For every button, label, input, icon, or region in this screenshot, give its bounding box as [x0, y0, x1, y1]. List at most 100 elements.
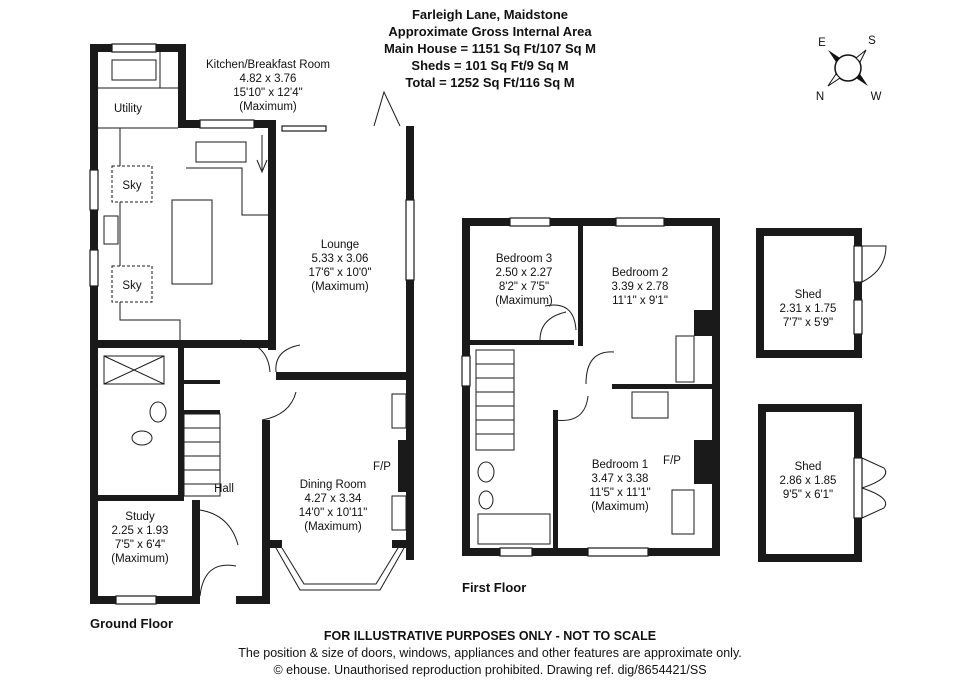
- window: [405, 199, 415, 281]
- wall: [178, 44, 186, 126]
- wall: [90, 44, 98, 604]
- wardrobe: [671, 489, 695, 535]
- approximation-note: The position & size of doors, windows, a…: [238, 646, 742, 660]
- wall: [758, 404, 862, 412]
- wall: [90, 340, 276, 348]
- room-note: (Maximum): [239, 101, 297, 113]
- shed-1-plan: [756, 228, 887, 358]
- room-name: Shed: [795, 289, 822, 301]
- room-note: (Maximum): [311, 281, 369, 293]
- room-metric: 2.86 x 1.85: [780, 475, 837, 487]
- fireplace-label: F/P: [663, 455, 681, 467]
- door-swing: [261, 391, 297, 421]
- window: [115, 595, 157, 605]
- chimney: [694, 440, 712, 484]
- wall: [406, 126, 414, 560]
- wall: [712, 218, 720, 556]
- door-swing: [539, 311, 567, 341]
- room-imperial: 9'5" x 6'1": [783, 489, 833, 501]
- wall: [578, 226, 583, 346]
- window: [615, 217, 665, 227]
- door-swing: [199, 509, 239, 546]
- room-metric: 2.25 x 1.93: [112, 525, 169, 537]
- wall: [462, 218, 470, 556]
- compass-w: W: [871, 91, 882, 103]
- cupboard: [391, 393, 407, 429]
- door-swing: [239, 339, 271, 373]
- bay-window: [275, 547, 405, 591]
- door-swing: [199, 564, 237, 597]
- room-note: (Maximum): [111, 553, 169, 565]
- compass-e: E: [818, 37, 826, 49]
- wall: [262, 420, 270, 604]
- sky-label: Sky: [122, 280, 141, 292]
- chimney: [694, 310, 712, 336]
- skylight: [111, 265, 153, 303]
- compass-s: S: [868, 35, 876, 47]
- disclaimer: FOR ILLUSTRATIVE PURPOSES ONLY - NOT TO …: [323, 629, 657, 643]
- room-note: (Maximum): [304, 521, 362, 533]
- window: [199, 119, 255, 129]
- bath: [477, 513, 551, 545]
- shed-1-label: Shed 2.31 x 1.75 7'7" x 5'9": [780, 289, 837, 329]
- room-metric: 2.50 x 2.27: [496, 267, 553, 279]
- bifold-door: [373, 90, 401, 127]
- sink: [195, 141, 247, 163]
- staircase: [183, 413, 221, 497]
- window: [111, 43, 157, 53]
- door-swing: [861, 457, 887, 489]
- wall: [462, 218, 720, 226]
- staircase: [475, 349, 515, 451]
- door-swing: [554, 395, 589, 421]
- window: [89, 249, 99, 287]
- hob: [103, 215, 119, 245]
- room-imperial: 11'1" x 9'1": [612, 295, 668, 307]
- door-swing: [544, 304, 577, 331]
- wall: [262, 540, 282, 548]
- wall: [758, 554, 862, 562]
- toilet: [477, 461, 495, 483]
- wall: [612, 384, 712, 389]
- room-imperial: 8'2" x 7'5": [499, 281, 549, 293]
- bedroom-1-label: Bedroom 1 3.47 x 3.38 11'5" x 11'1" (Max…: [589, 459, 650, 513]
- room-metric: 3.39 x 2.78: [612, 281, 669, 293]
- window: [587, 547, 649, 557]
- wall: [178, 348, 184, 498]
- window: [509, 217, 551, 227]
- room-imperial: 7'5" x 6'4": [115, 539, 165, 551]
- room-name: Study: [125, 511, 155, 523]
- room-metric: 4.27 x 3.34: [305, 493, 363, 505]
- sheds-area: Sheds = 101 Sq Ft/9 Sq M: [411, 58, 569, 73]
- ground-floor-label: Ground Floor: [90, 616, 174, 631]
- bay-window: [281, 547, 399, 585]
- room-note: (Maximum): [495, 295, 553, 307]
- wall: [184, 410, 220, 414]
- door-swing: [861, 245, 887, 283]
- window: [89, 169, 99, 211]
- wall: [470, 340, 574, 345]
- cupboard: [631, 391, 669, 419]
- first-floor-label: First Floor: [462, 580, 527, 595]
- wardrobe: [675, 335, 695, 383]
- cupboard: [391, 495, 407, 531]
- room-metric: 2.31 x 1.75: [780, 303, 837, 315]
- window: [499, 547, 533, 557]
- wall: [758, 404, 766, 562]
- area-header: Farleigh Lane, Maidstone Approximate Gro…: [340, 6, 640, 91]
- shed-door-opening: [853, 245, 863, 283]
- sink: [111, 59, 157, 81]
- room-imperial: 14'0" x 10'11": [299, 507, 368, 519]
- door-swing: [861, 487, 887, 519]
- door-swing: [275, 344, 301, 373]
- room-name: Bedroom 2: [612, 267, 668, 279]
- first-floor-plan: [461, 217, 720, 557]
- room-metric: 4.82 x 3.76: [240, 73, 297, 85]
- compass-rose: E S N W: [816, 35, 882, 103]
- room-imperial: 17'6" x 10'0": [308, 267, 371, 279]
- wall: [276, 372, 414, 380]
- room-name: Bedroom 1: [592, 459, 648, 471]
- room-imperial: 11'5" x 11'1": [589, 487, 650, 499]
- bedroom-3-label: Bedroom 3 2.50 x 2.27 8'2" x 7'5" (Maxim…: [495, 253, 553, 307]
- hall-label: Hall: [214, 483, 234, 495]
